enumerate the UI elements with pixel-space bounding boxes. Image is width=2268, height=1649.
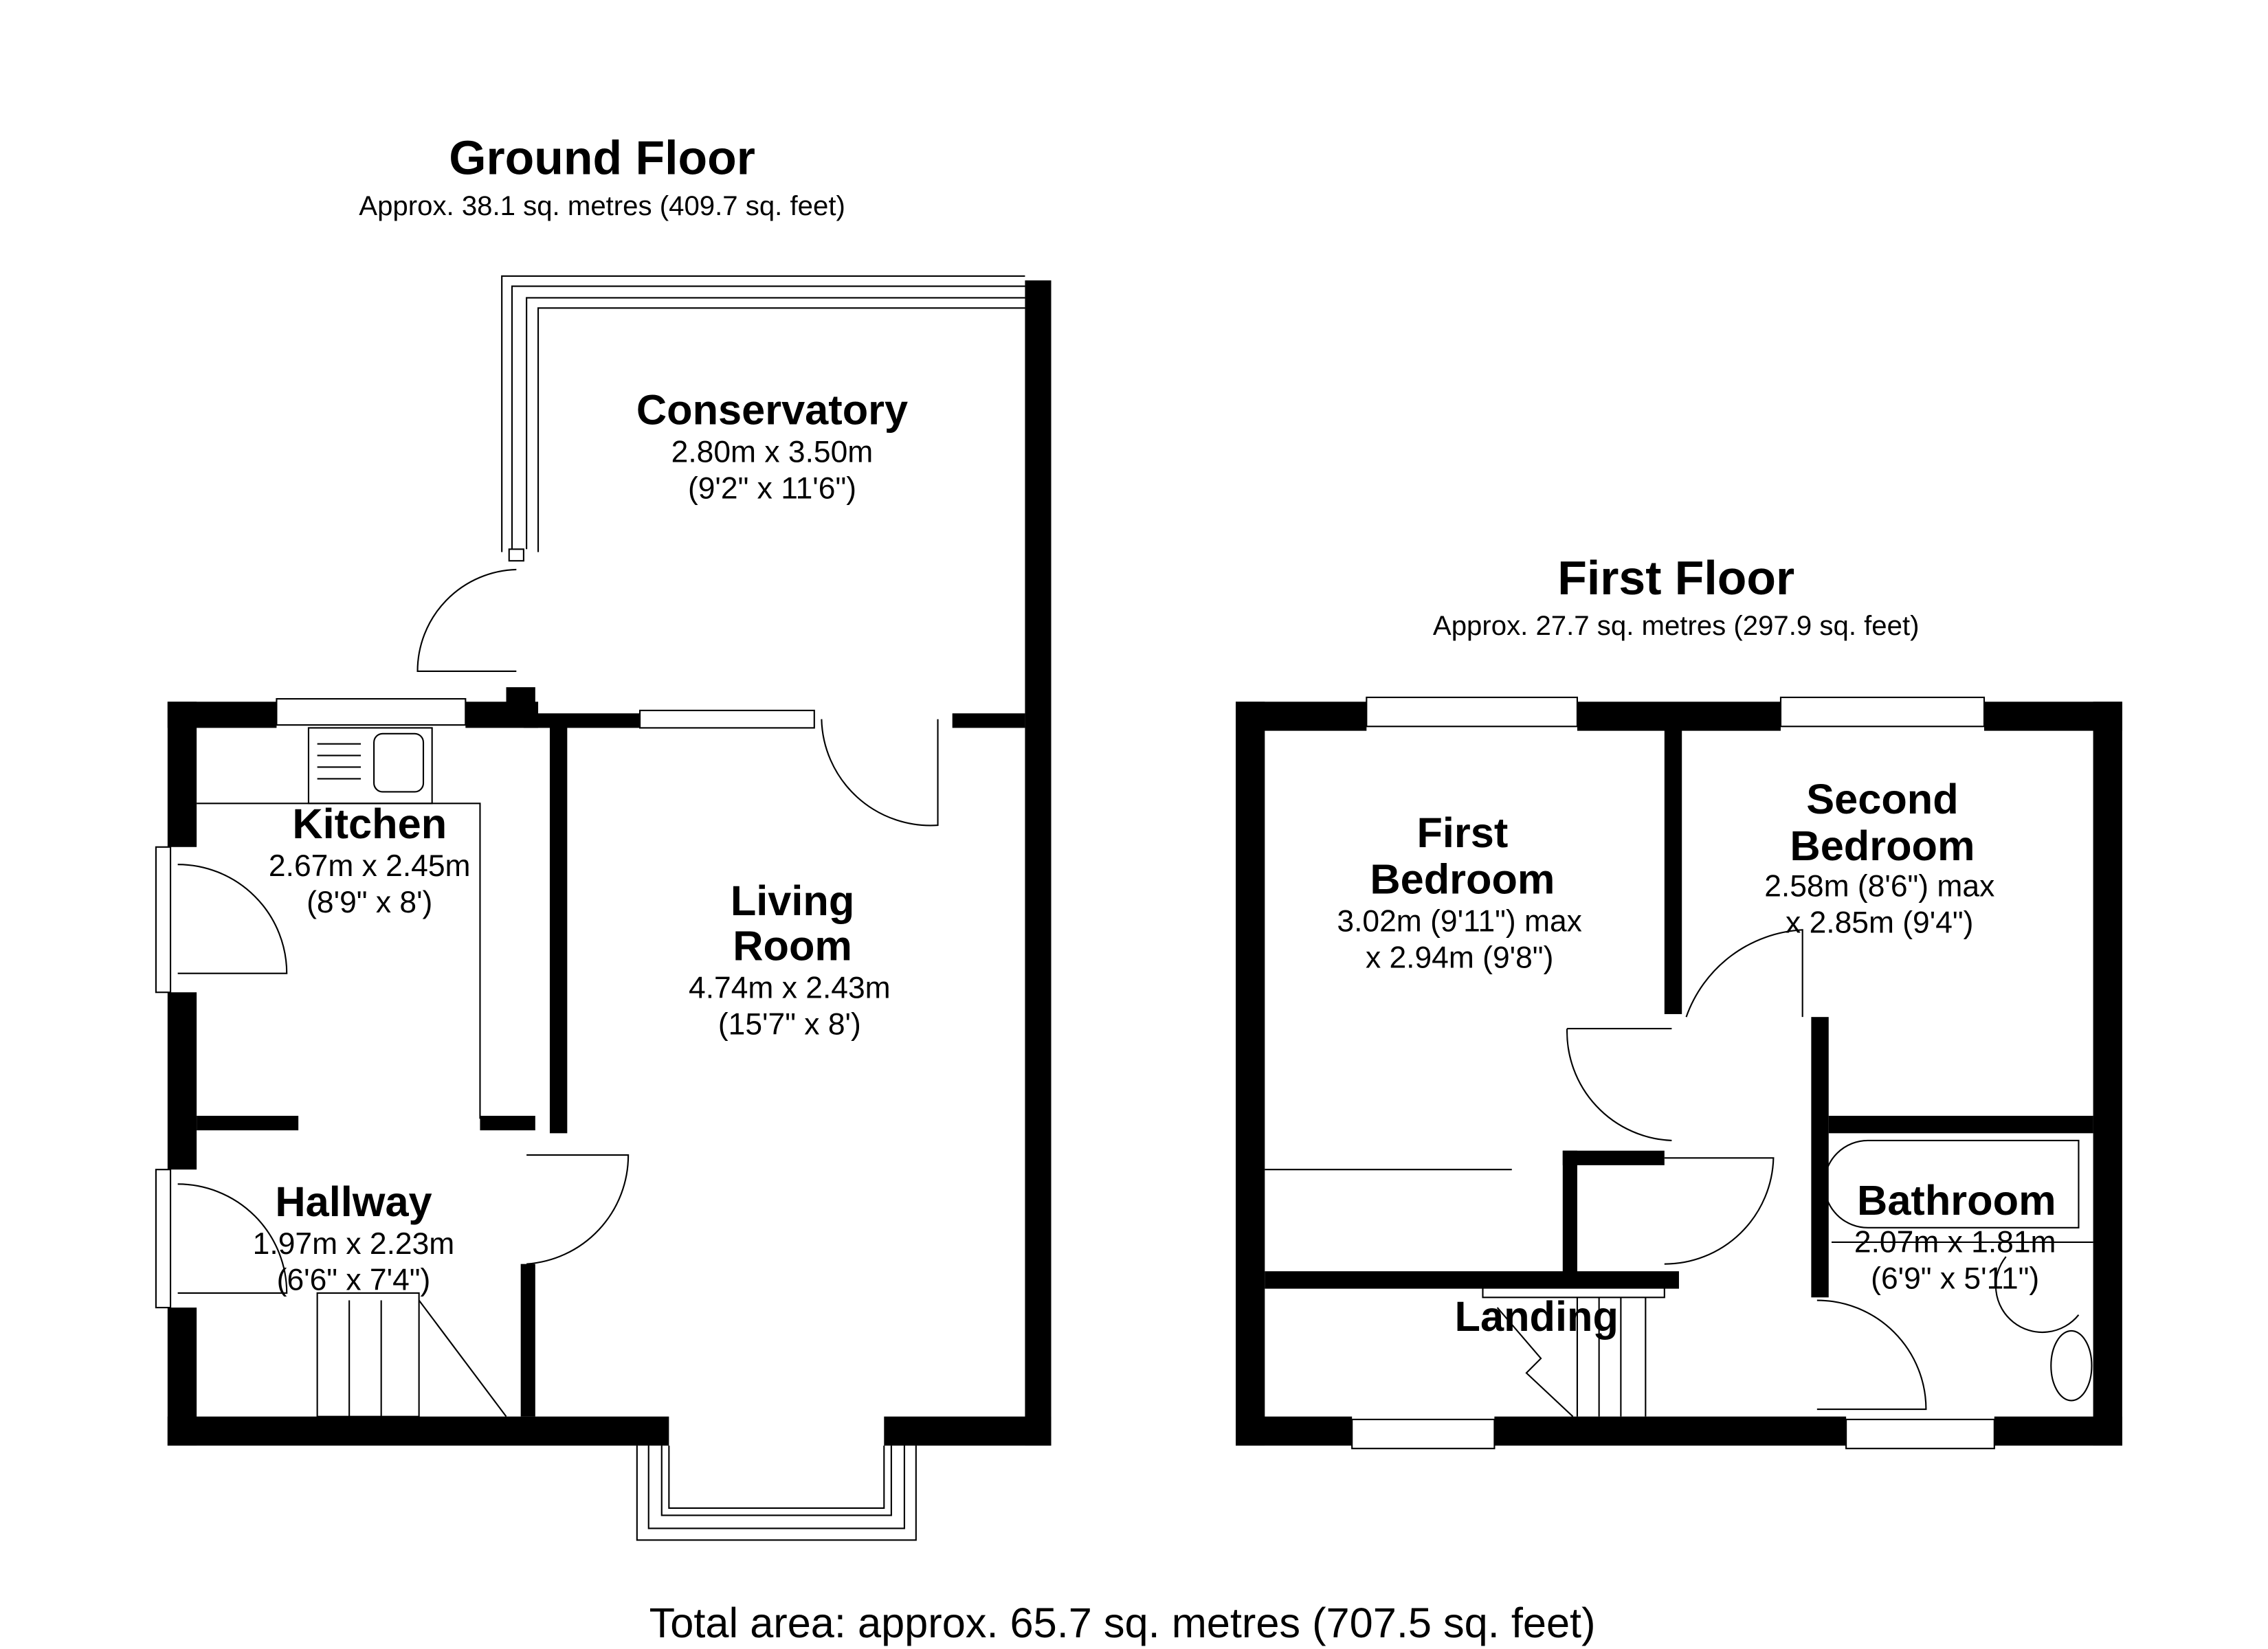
room-name-living: Living: [731, 877, 855, 924]
room-name-bathroom: Bathroom: [1857, 1176, 2056, 1224]
room-dim-metric: 2.67m x 2.45m: [269, 849, 471, 883]
second-bedroom-window: [1779, 696, 1986, 728]
room-name-conservatory: Conservatory: [636, 385, 908, 433]
ground-floor-area: Approx. 38.1 sq. metres (409.7 sq. feet): [359, 190, 845, 221]
room-dim-imperial: (6'6" x 7'4"): [277, 1264, 431, 1297]
room-dim-metric: 2.58m (8'6") max: [1764, 870, 1994, 904]
room-name-kitchen: Kitchen: [292, 800, 447, 847]
hallway-front-door-frame: [155, 1169, 172, 1309]
room-dim-imperial: (8'9" x 8'): [307, 886, 432, 919]
ground-floor-walls: [167, 280, 1052, 1446]
room-name-hallway: Hallway: [275, 1178, 432, 1225]
room-dim-imperial: x 2.85m (9'4"): [1786, 906, 1973, 940]
bathroom-window: [1845, 1418, 1995, 1450]
first-floor-walls: [1236, 702, 2122, 1446]
first-stairs: [1482, 1285, 1665, 1417]
kitchen-sink: [197, 727, 481, 1119]
conservatory-glazing: [501, 275, 1025, 562]
room-dim-metric: 2.80m x 3.50m: [671, 435, 874, 469]
room-name-first-bedroom: Bedroom: [1370, 855, 1555, 902]
first-bedroom-window: [1366, 696, 1578, 728]
room-dim-metric: 2.07m x 1.81m: [1854, 1226, 2056, 1259]
room-dim-metric: 3.02m (9'11") max: [1337, 904, 1581, 938]
room-name-second-bedroom: Bedroom: [1790, 822, 1975, 869]
living-room-window-top: [639, 709, 815, 729]
ground-floor-title: Ground Floor: [449, 131, 755, 185]
ground-stairs: [316, 1292, 507, 1417]
ground-floor-plan: Ground Floor Approx. 38.1 sq. metres (40…: [155, 131, 1052, 1541]
kitchen-side-door-frame: [155, 846, 172, 994]
room-dim-imperial: (6'9" x 5'11"): [1871, 1262, 2039, 1296]
landing-window: [1351, 1418, 1496, 1450]
doors-first: [1265, 929, 1927, 1411]
room-dim-imperial: (15'7" x 8'): [718, 1008, 861, 1042]
bathroom-fittings: [1823, 1139, 2093, 1402]
total-area: Total area: approx. 65.7 sq. metres (707…: [649, 1599, 1596, 1646]
room-name-landing: Landing: [1455, 1292, 1619, 1340]
first-floor-plan: First Floor Approx. 27.7 sq. metres (297…: [1236, 551, 2122, 1450]
kitchen-window: [276, 698, 467, 726]
first-floor-area: Approx. 27.7 sq. metres (297.9 sq. feet): [1433, 610, 1920, 641]
first-floor-title: First Floor: [1557, 551, 1794, 605]
room-name-second: Second: [1806, 775, 1958, 822]
room-name-room: Room: [733, 922, 852, 969]
room-dim-imperial: (9'2" x 11'6"): [688, 471, 856, 505]
room-dim-metric: 4.74m x 2.43m: [689, 972, 891, 1005]
room-dim-imperial: x 2.94m (9'8"): [1366, 941, 1553, 974]
bay-window: [636, 1445, 917, 1541]
room-dim-metric: 1.97m x 2.23m: [253, 1227, 455, 1261]
room-name-first: First: [1416, 809, 1508, 856]
doors-ground: [177, 568, 939, 1294]
